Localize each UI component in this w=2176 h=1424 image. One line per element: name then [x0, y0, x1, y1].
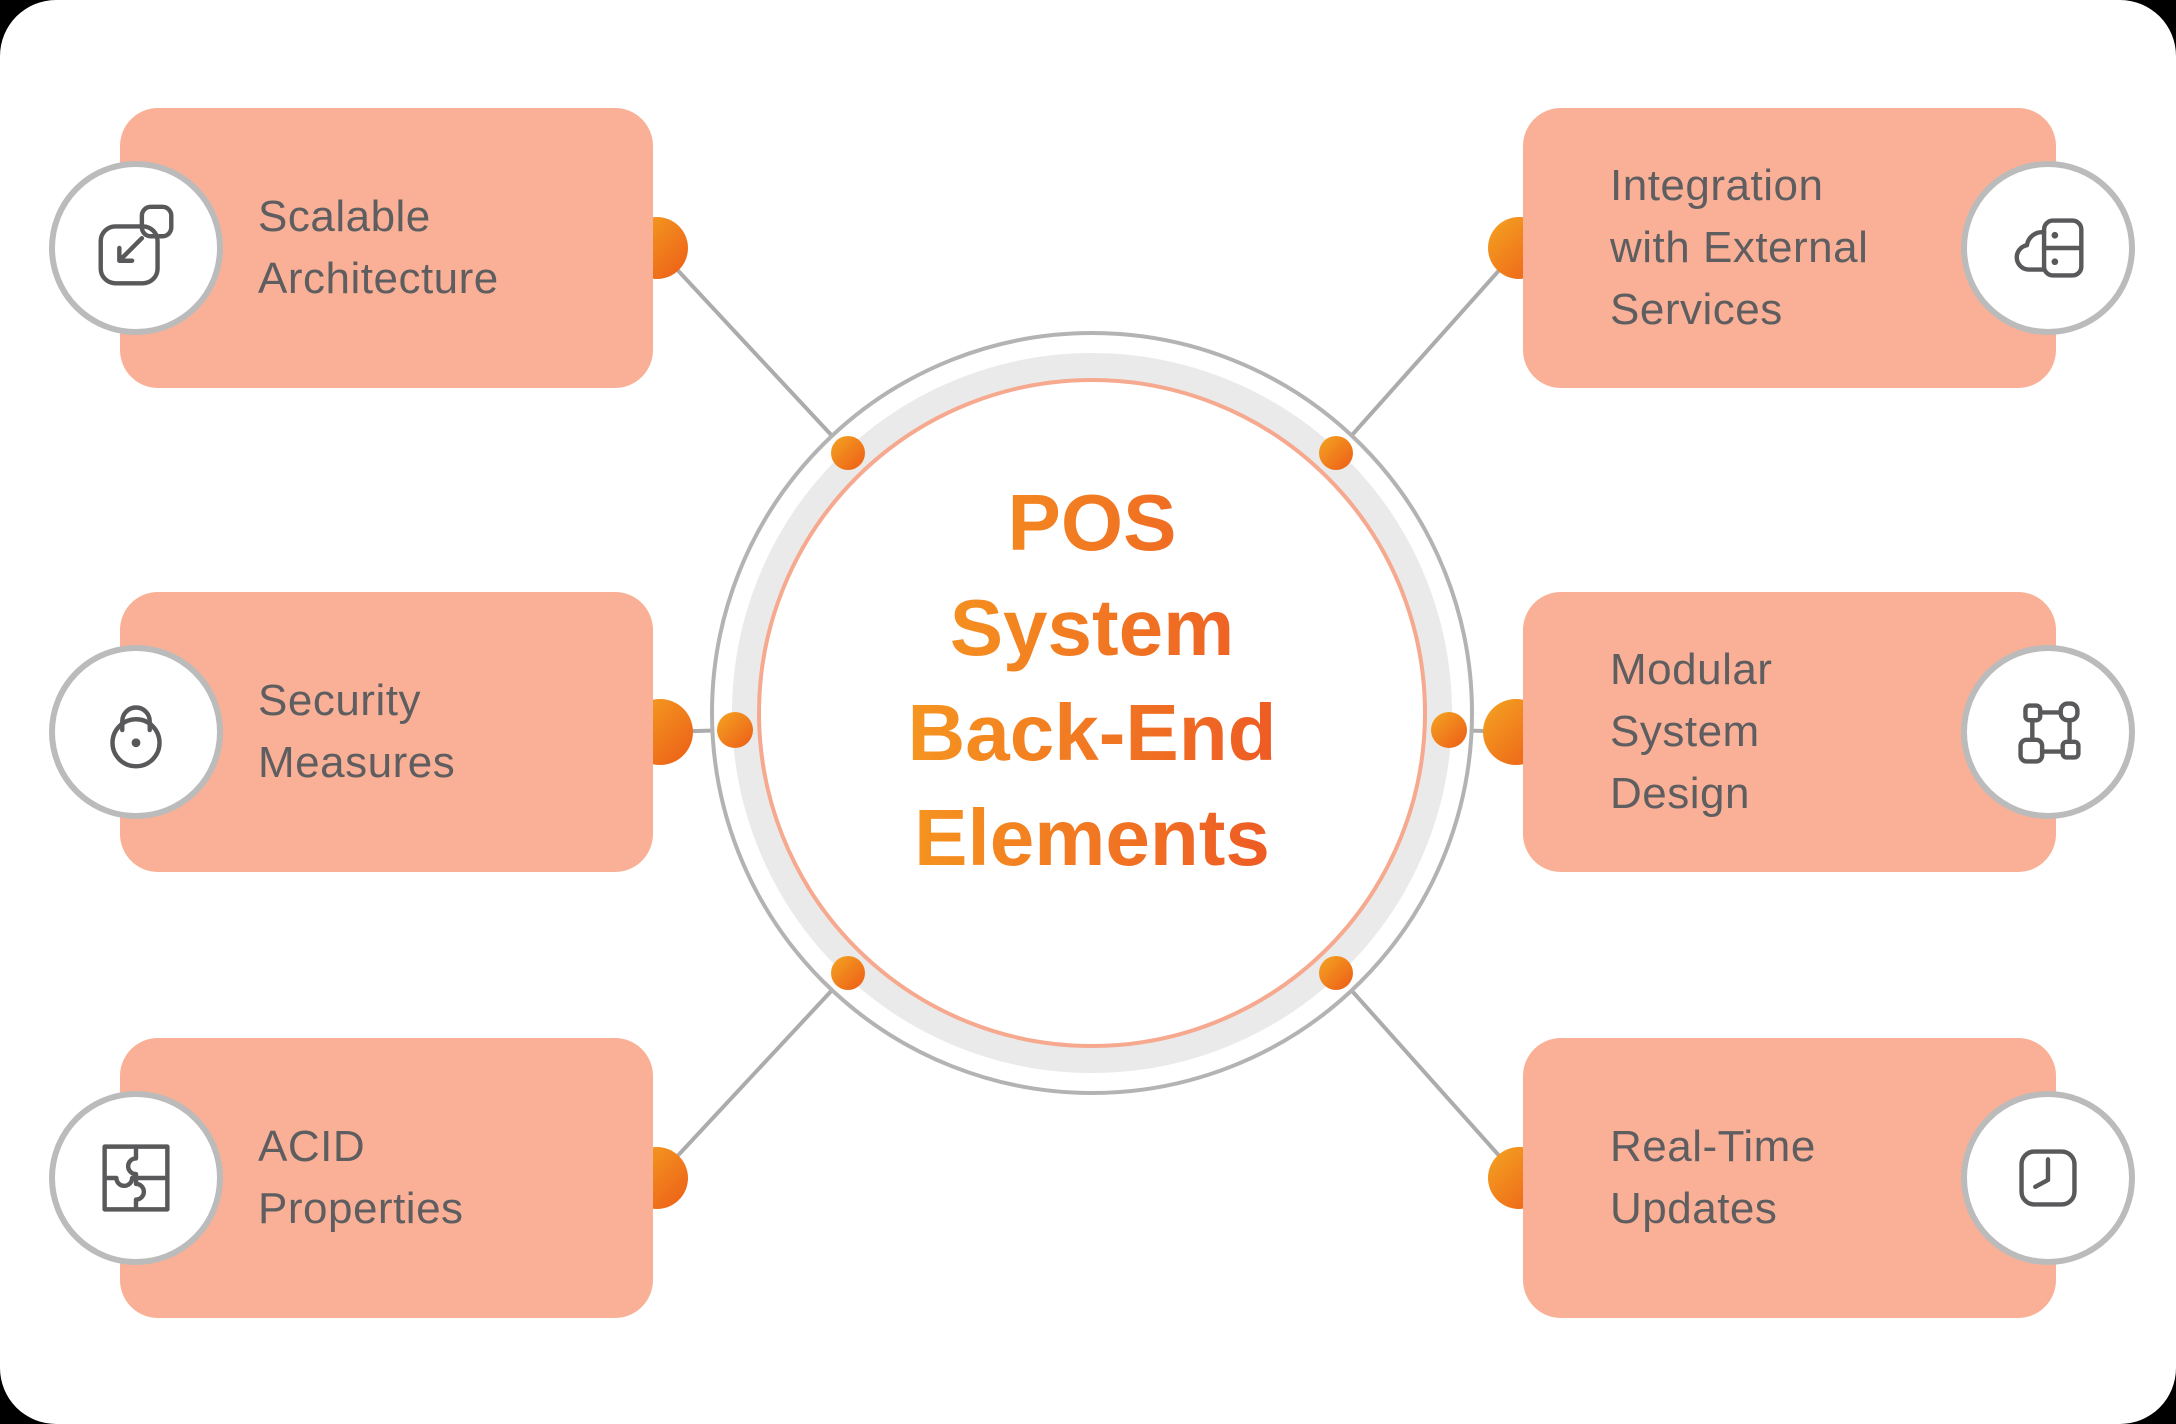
card-label: Security Measures: [258, 592, 455, 872]
card-acid-properties: ACID Properties: [120, 1038, 653, 1318]
cloud-database-icon: [2014, 218, 2084, 278]
card-label-line: System: [1610, 707, 1760, 756]
card-label-line: Measures: [258, 738, 456, 787]
clock-icon: [2019, 1149, 2077, 1207]
ring-dots: [717, 436, 1467, 990]
ring-dot-bottom-left: [831, 956, 865, 990]
card-label-line: Updates: [1610, 1184, 1778, 1233]
card-label-line: Integration: [1610, 161, 1824, 210]
ring-dot-bottom-right: [1319, 956, 1353, 990]
title-line: System: [949, 583, 1235, 672]
card-label: Modular System Design: [1610, 592, 1772, 872]
card-label-line: Architecture: [258, 254, 499, 303]
icon-circle-integration: [1961, 161, 2135, 335]
connector-top-left: [655, 246, 850, 455]
card-label-line: Properties: [258, 1184, 464, 1233]
card-label-line: Real-Time: [1610, 1122, 1816, 1171]
card-label: ACID Properties: [258, 1038, 464, 1318]
title-line: Elements: [914, 793, 1270, 882]
ring-dot-mid-right: [1431, 712, 1467, 748]
card-label-line: ACID: [258, 1122, 366, 1171]
ring-dot-mid-left: [717, 712, 753, 748]
icon-circle-security: [49, 645, 223, 819]
card-label-line: Modular: [1610, 645, 1773, 694]
center-ring: [710, 331, 1474, 1095]
card-label-line: with External: [1610, 223, 1869, 272]
card-label-line: Services: [1610, 285, 1783, 334]
card-label-line: Security: [258, 676, 421, 725]
icon-circle-acid: [49, 1091, 223, 1265]
connector-top-right: [1334, 246, 1521, 455]
puzzle-icon: [102, 1144, 170, 1212]
connector-bottom-left: [655, 971, 850, 1180]
scale-down-icon: [98, 204, 174, 286]
lock-icon: [110, 705, 162, 769]
ring-dot-top-left: [831, 436, 865, 470]
card-label: Scalable Architecture: [258, 108, 499, 388]
card-label: Integration with External Services: [1610, 108, 1868, 388]
center-title: POS System Back-End Elements: [792, 468, 1392, 892]
connector-bottom-right: [1334, 971, 1521, 1180]
title-line: Back-End: [907, 688, 1277, 777]
node-frame-icon: [2018, 701, 2081, 764]
title-line: POS: [1007, 478, 1177, 567]
icon-circle-scalable: [49, 161, 223, 335]
icon-circle-realtime: [1961, 1091, 2135, 1265]
card-label-line: Design: [1610, 769, 1750, 818]
card-label-line: Scalable: [258, 192, 431, 241]
ring-gray-band: [732, 353, 1452, 1073]
ring-dot-top-right: [1319, 436, 1353, 470]
icon-circle-modular: [1961, 645, 2135, 819]
card-label: Real-Time Updates: [1610, 1038, 1816, 1318]
ring-inner-circle: [757, 378, 1427, 1048]
